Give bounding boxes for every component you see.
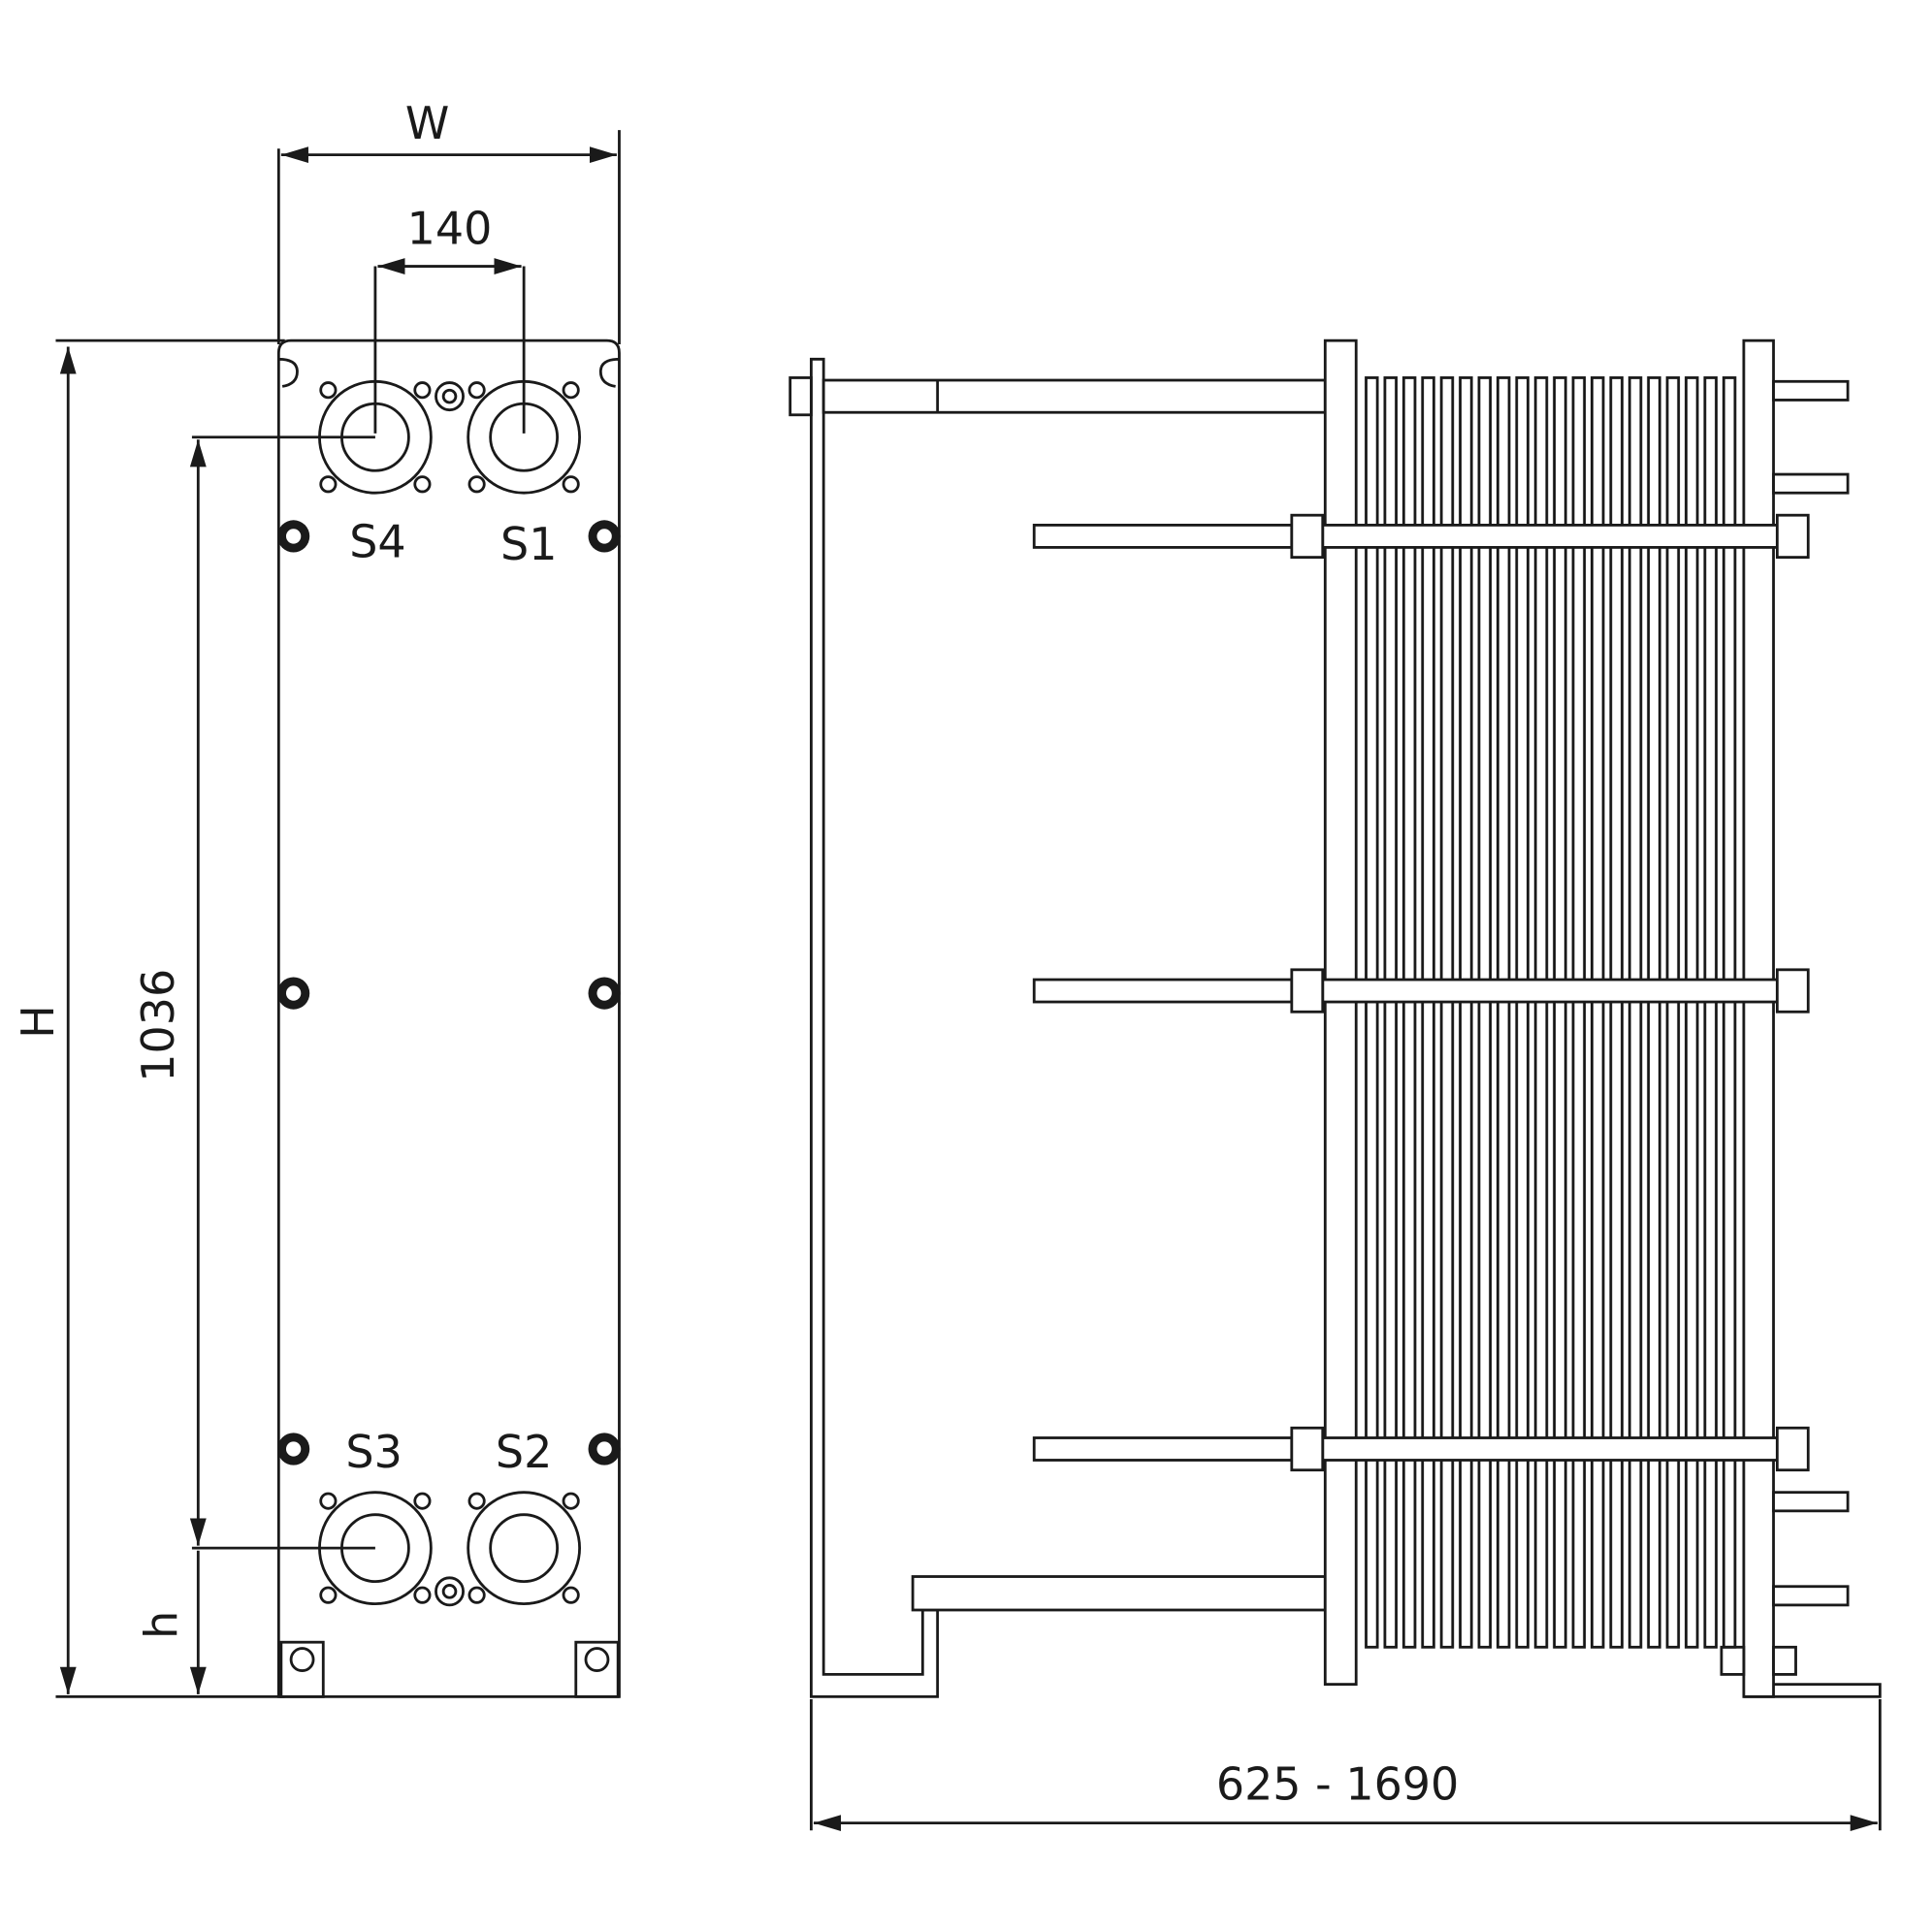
heat-transfer-plate: [1515, 376, 1530, 1649]
heat-transfer-plate: [1703, 376, 1718, 1649]
flange-bolt-hole: [413, 475, 432, 494]
port-opening: [489, 1513, 560, 1584]
top-carrying-bar: [821, 378, 1327, 414]
flange-bolt-hole: [467, 1586, 486, 1604]
port-opening: [489, 402, 560, 472]
length-range-label: 625 - 1690: [1216, 1757, 1459, 1810]
heat-transfer-plate: [1383, 376, 1398, 1649]
tie-rod-nut: [1290, 1426, 1325, 1472]
port-distance-label: 1036: [132, 969, 184, 1082]
flange-bolt-hole: [319, 381, 338, 400]
heat-transfer-plate: [1665, 376, 1681, 1649]
heat-transfer-plate: [1496, 376, 1511, 1649]
heat-transfer-plate: [1459, 376, 1473, 1649]
tie-bolt-center: [285, 1441, 302, 1457]
height-label: H: [12, 1005, 64, 1039]
tie-rod: [1321, 524, 1779, 549]
tie-bolt-center: [285, 985, 302, 1001]
heat-transfer-plate: [1553, 376, 1567, 1649]
port-height-label: h: [136, 1611, 188, 1639]
tie-rod-nut: [1290, 968, 1325, 1014]
flange-bolt-hole: [413, 1492, 432, 1510]
port-flange: [318, 1491, 433, 1606]
port-label-s1: S1: [500, 518, 557, 570]
heat-transfer-plate: [1533, 376, 1549, 1649]
flange-bolt-hole: [562, 381, 580, 400]
feet: [279, 1640, 620, 1698]
port-spacing-label: 140: [407, 203, 493, 255]
support-column: [809, 357, 940, 1698]
side-view: 625 - 1690: [789, 338, 1882, 1832]
heat-transfer-plate: [1401, 376, 1417, 1649]
bottom-guide-bar: [911, 1575, 1327, 1612]
flange-bolt-hole: [467, 381, 486, 400]
port-label-s3: S3: [345, 1426, 402, 1478]
flange-bolt-hole: [319, 475, 338, 494]
flange-bolt-hole: [467, 1492, 486, 1510]
port-labels: S4 S1 S3 S2: [345, 516, 557, 1479]
heat-transfer-plate: [1477, 376, 1493, 1649]
guide-hole: [435, 1576, 465, 1607]
flange-bolt-hole: [319, 1492, 338, 1510]
connections: [1772, 379, 1850, 1607]
tie-rod-end: [1032, 1436, 1294, 1462]
tie-rod-end: [1032, 524, 1294, 549]
tie-rod-end: [1032, 978, 1294, 1004]
heat-transfer-plate: [1591, 376, 1605, 1649]
frame-plate-outline: [276, 338, 621, 1698]
port-label-s2: S2: [496, 1426, 552, 1478]
rear-foot: [1743, 1683, 1882, 1698]
tie-rod-nut: [1290, 513, 1325, 560]
heat-transfer-plate: [1421, 376, 1435, 1649]
port-flange: [467, 379, 582, 495]
flange-bolt-hole: [562, 1492, 580, 1510]
port-opening: [340, 402, 410, 472]
heat-transfer-plate: [1365, 376, 1379, 1649]
tie-bolt-center: [596, 1441, 612, 1457]
length-dimension: 625 - 1690: [809, 1698, 1882, 1832]
flange-bolt-hole: [413, 1586, 432, 1604]
ports: [277, 379, 621, 1607]
flange-bolt-hole: [413, 381, 432, 400]
guide-hole-inner: [441, 1584, 458, 1599]
flange-bolt-hole: [562, 475, 580, 494]
heat-transfer-plate: [1685, 376, 1699, 1649]
guide-hole-inner: [441, 388, 458, 404]
tie-bolt-center: [596, 985, 612, 1001]
port-flange: [318, 379, 433, 495]
heat-transfer-plate: [1609, 376, 1624, 1649]
guide-hole: [435, 381, 465, 412]
heat-transfer-plate: [1571, 376, 1587, 1649]
heat-transfer-plate: [1647, 376, 1661, 1649]
port-opening: [340, 1513, 410, 1584]
width-dimension: W: [276, 97, 621, 344]
tie-rod-nut: [1775, 513, 1810, 560]
port-label-s4: S4: [349, 516, 405, 568]
height-dimension: H 1036 h: [12, 338, 375, 1698]
tie-bolt-center: [596, 529, 612, 544]
tie-rod-nut: [1775, 968, 1810, 1014]
pressure-plate: [1742, 338, 1775, 1698]
flange-bolt-hole: [562, 1586, 580, 1604]
heat-transfer-plate: [1439, 376, 1455, 1649]
tie-rod: [1321, 978, 1779, 1004]
flange-bolt-hole: [467, 475, 486, 494]
tie-bolt-center: [285, 529, 302, 544]
heat-transfer-plate: [1627, 376, 1643, 1649]
flange-bolt-hole: [319, 1586, 338, 1604]
port-flange: [467, 1491, 582, 1606]
front-view: W 140 H 1036 h S4 S1 S3 S2: [12, 97, 621, 1698]
plate-pack: [1365, 376, 1737, 1649]
port-spacing-dimension: 140: [373, 203, 526, 434]
tie-rods: [1032, 513, 1810, 1472]
tie-rod-nut: [1775, 1426, 1810, 1472]
column-bolt: [789, 376, 813, 417]
width-label: W: [405, 97, 449, 149]
tie-rod: [1321, 1436, 1779, 1462]
